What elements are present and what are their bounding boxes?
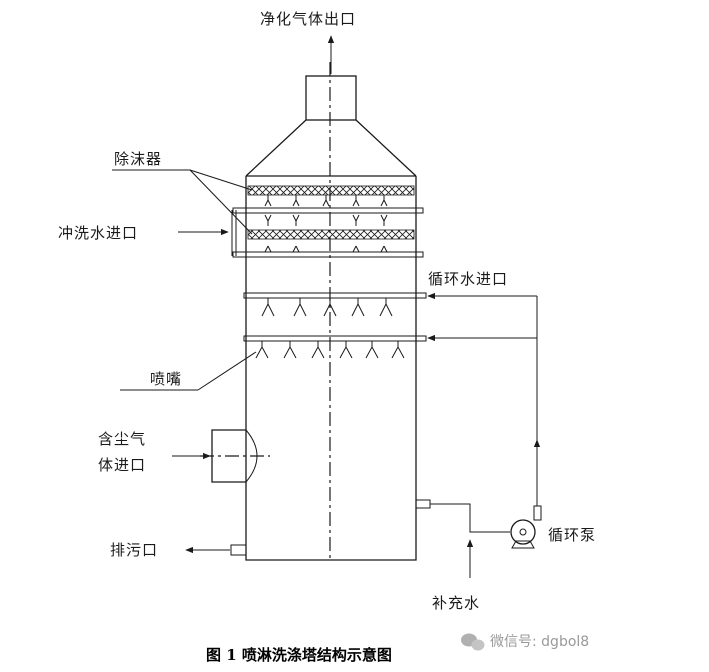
drain-nozzle bbox=[230, 544, 247, 556]
label-nozzle: 喷嘴 bbox=[150, 370, 182, 388]
wash-pipe-top bbox=[232, 207, 424, 214]
label-circulating-pump: 循环泵 bbox=[548, 526, 596, 544]
tower-structure bbox=[245, 62, 417, 561]
label-dusty-gas-inlet-2: 体进口 bbox=[98, 456, 146, 474]
label-drain-outlet: 排污口 bbox=[110, 541, 158, 559]
circulation-loop bbox=[415, 292, 542, 578]
wash-pipe-bottom bbox=[232, 251, 424, 258]
outlet-stack bbox=[305, 75, 357, 121]
tower-shell bbox=[245, 176, 417, 561]
watermark: 微信号: dgbol8 bbox=[461, 633, 589, 651]
recirc-suction-line bbox=[430, 503, 510, 533]
mist-leader-2 bbox=[189, 169, 253, 235]
demister-pad-lower bbox=[247, 229, 415, 240]
spray-pipe-lower bbox=[243, 335, 427, 342]
conical-transition bbox=[245, 119, 417, 177]
figure-caption: 图 1 喷淋洗涤塔结构示意图 bbox=[206, 646, 392, 664]
label-dusty-gas-inlet-1: 含尘气 bbox=[98, 430, 146, 448]
gas-inlet bbox=[172, 429, 270, 483]
leader-lines bbox=[112, 35, 335, 391]
mist-eliminator bbox=[231, 185, 424, 258]
spray-pipe-upper bbox=[243, 292, 427, 299]
nozzle-leader bbox=[197, 351, 257, 391]
drain bbox=[185, 544, 247, 556]
label-mist-eliminator: 除沫器 bbox=[114, 150, 162, 168]
wash-nozzles-top bbox=[264, 195, 388, 226]
wechat-icon bbox=[461, 633, 485, 651]
wash-nozzles-bottom bbox=[264, 245, 388, 253]
label-wash-water-inlet: 冲洗水进口 bbox=[58, 224, 138, 242]
label-clean-gas-outlet: 净化气体出口 bbox=[260, 10, 356, 28]
label-circulating-water-inlet: 循环水进口 bbox=[428, 270, 508, 288]
spray-header-upper bbox=[243, 292, 427, 317]
label-makeup-water: 补充水 bbox=[432, 594, 480, 612]
demister-pad-upper bbox=[247, 185, 415, 196]
circulating-pump bbox=[510, 505, 542, 549]
spray-header-lower bbox=[243, 335, 427, 359]
watermark-text: 微信号: dgbol8 bbox=[490, 634, 589, 650]
mist-leader-1 bbox=[189, 169, 253, 191]
recirc-outlet-nozzle bbox=[415, 499, 431, 509]
